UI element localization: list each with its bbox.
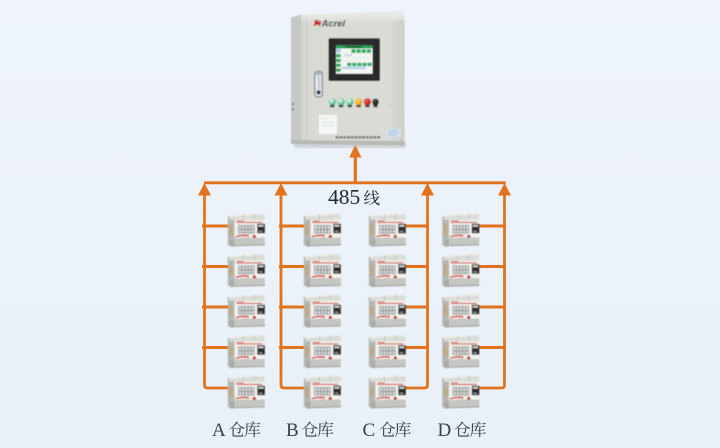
svg-text:D: D: [438, 420, 452, 441]
svg-text:Acrel: Acrel: [321, 18, 346, 29]
svg-text:C: C: [363, 420, 376, 441]
svg-text:485: 485: [328, 185, 360, 209]
svg-text:B: B: [286, 420, 299, 441]
svg-text:A: A: [212, 420, 226, 441]
